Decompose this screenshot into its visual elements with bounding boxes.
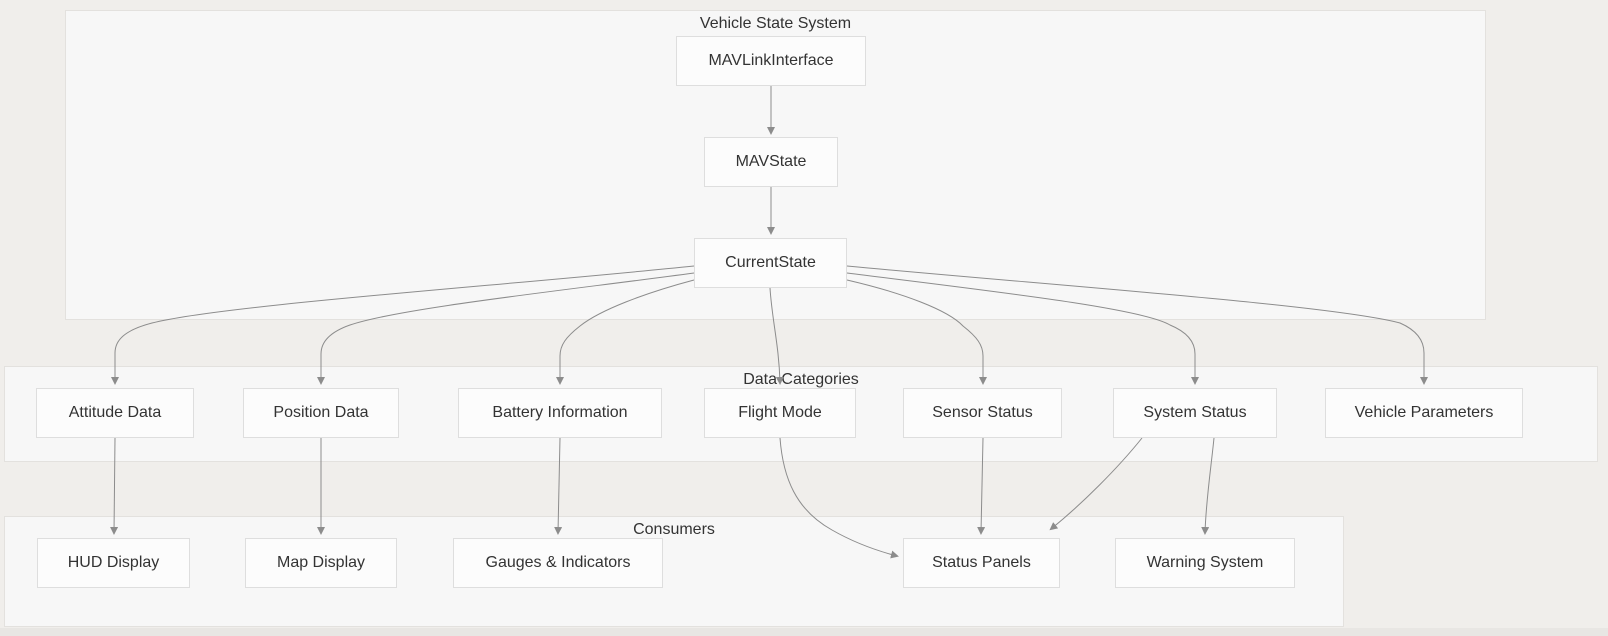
node-sensor-status: Sensor Status bbox=[903, 388, 1062, 438]
node-label: HUD Display bbox=[67, 554, 160, 571]
cluster-title-consumers: Consumers bbox=[633, 521, 715, 538]
node-label: Status Panels bbox=[932, 554, 1031, 571]
node-label: Sensor Status bbox=[932, 404, 1033, 421]
node-label: Gauges & Indicators bbox=[485, 554, 631, 571]
node-label: Warning System bbox=[1146, 554, 1264, 571]
node-label: Vehicle Parameters bbox=[1354, 404, 1494, 421]
node-label: CurrentState bbox=[725, 254, 816, 271]
node-label: Map Display bbox=[276, 554, 366, 571]
cluster-title-vehicle-state-system: Vehicle State System bbox=[699, 15, 852, 32]
node-warning-system: Warning System bbox=[1115, 538, 1295, 588]
node-label: Attitude Data bbox=[68, 404, 162, 421]
node-system-status: System Status bbox=[1113, 388, 1277, 438]
node-battery-information: Battery Information bbox=[458, 388, 662, 438]
node-vehicle-parameters: Vehicle Parameters bbox=[1325, 388, 1523, 438]
node-mavlink-interface: MAVLinkInterface bbox=[676, 36, 866, 86]
node-mav-state: MAVState bbox=[704, 137, 838, 187]
node-status-panels: Status Panels bbox=[903, 538, 1060, 588]
node-gauges-indicators: Gauges & Indicators bbox=[453, 538, 663, 588]
node-label: Flight Mode bbox=[738, 404, 822, 421]
node-hud-display: HUD Display bbox=[37, 538, 190, 588]
node-map-display: Map Display bbox=[245, 538, 397, 588]
node-attitude-data: Attitude Data bbox=[36, 388, 194, 438]
node-label: MAVLinkInterface bbox=[708, 52, 834, 69]
node-label: MAVState bbox=[735, 153, 807, 170]
node-label: Position Data bbox=[273, 404, 369, 421]
node-position-data: Position Data bbox=[243, 388, 399, 438]
node-current-state: CurrentState bbox=[694, 238, 847, 288]
node-label: System Status bbox=[1143, 404, 1247, 421]
cluster-title-data-categories: Data Categories bbox=[743, 371, 859, 388]
node-label: Battery Information bbox=[492, 404, 628, 421]
node-flight-mode: Flight Mode bbox=[704, 388, 856, 438]
page-bottom-strip bbox=[0, 628, 1608, 636]
